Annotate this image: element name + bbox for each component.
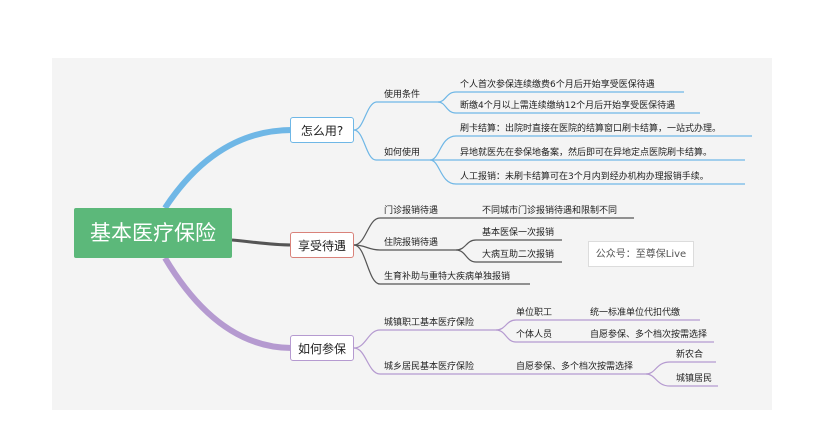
node-worker-type-2[interactable]: 个体人员 [516,330,553,340]
node-how-3[interactable]: 人工报销：未刷卡结算可在3个月内到经办机构办理报销手续。 [460,172,709,182]
connector-root-use [162,127,293,210]
node-how-to-use[interactable]: 如何使用 [384,148,421,158]
node-outpatient-detail[interactable]: 不同城市门诊报销待遇和限制不同 [482,206,618,216]
connector-root-enroll [162,256,293,351]
connector-root-benefits [231,238,293,247]
node-condition-1[interactable]: 个人首次参保连续缴费6个月后开始享受医保待遇 [460,80,655,90]
node-worker-detail-2[interactable]: 自愿参保、多个档次按需选择 [590,330,708,340]
node-inpatient-2[interactable]: 大病互助二次报销 [482,250,555,260]
node-how-2[interactable]: 异地就医先在参保地备案，然后即可在异地定点医院刷卡结算。 [460,148,713,158]
node-conditions[interactable]: 使用条件 [384,90,421,100]
node-residents-detail[interactable]: 自愿参保、多个档次按需选择 [516,362,634,372]
node-inpatient-1[interactable]: 基本医保一次报销 [482,228,555,238]
node-outpatient[interactable]: 门诊报销待遇 [384,206,439,216]
node-resident-type-1[interactable]: 新农合 [676,350,704,360]
node-inpatient[interactable]: 住院报销待遇 [384,238,439,248]
node-resident-type-2[interactable]: 城镇居民 [676,374,713,384]
node-residents[interactable]: 城乡居民基本医疗保险 [384,362,475,372]
watermark-note: 公众号：至尊保Live [588,241,694,267]
branch-how-to-use[interactable]: 怎么用? [290,117,354,143]
node-urban-workers[interactable]: 城镇职工基本医疗保险 [384,318,475,328]
node-maternity[interactable]: 生育补助与重特大疾病单独报销 [384,272,511,282]
node-worker-type-1[interactable]: 单位职工 [516,308,553,318]
node-how-1[interactable]: 刷卡结算：出院时直接在医院的结算窗口刷卡结算，一站式办理。 [460,124,722,134]
root-node[interactable]: 基本医疗保险 [74,208,232,258]
node-worker-detail-1[interactable]: 统一标准单位代扣代缴 [590,308,681,318]
node-condition-2[interactable]: 断缴4个月以上需连续缴纳12个月后开始享受医保待遇 [460,101,676,111]
branch-how-to-enroll[interactable]: 如何参保 [290,335,354,361]
branch-benefits[interactable]: 享受待遇 [290,232,354,258]
